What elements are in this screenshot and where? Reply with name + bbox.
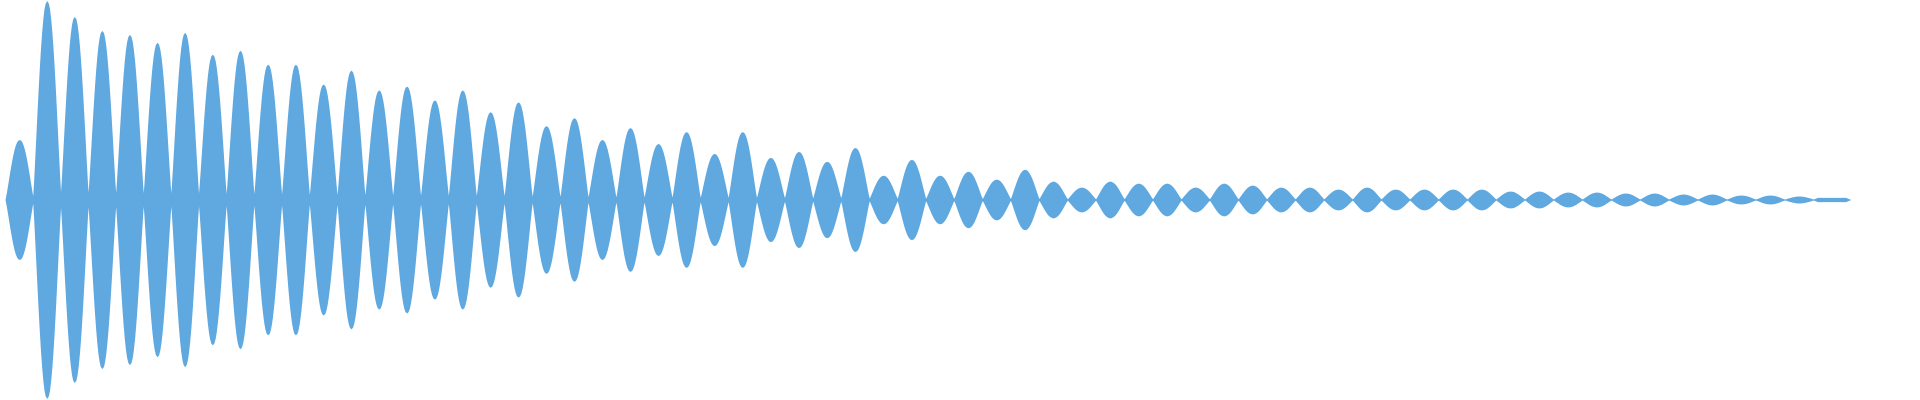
waveform-envelope — [5, 1, 1852, 399]
